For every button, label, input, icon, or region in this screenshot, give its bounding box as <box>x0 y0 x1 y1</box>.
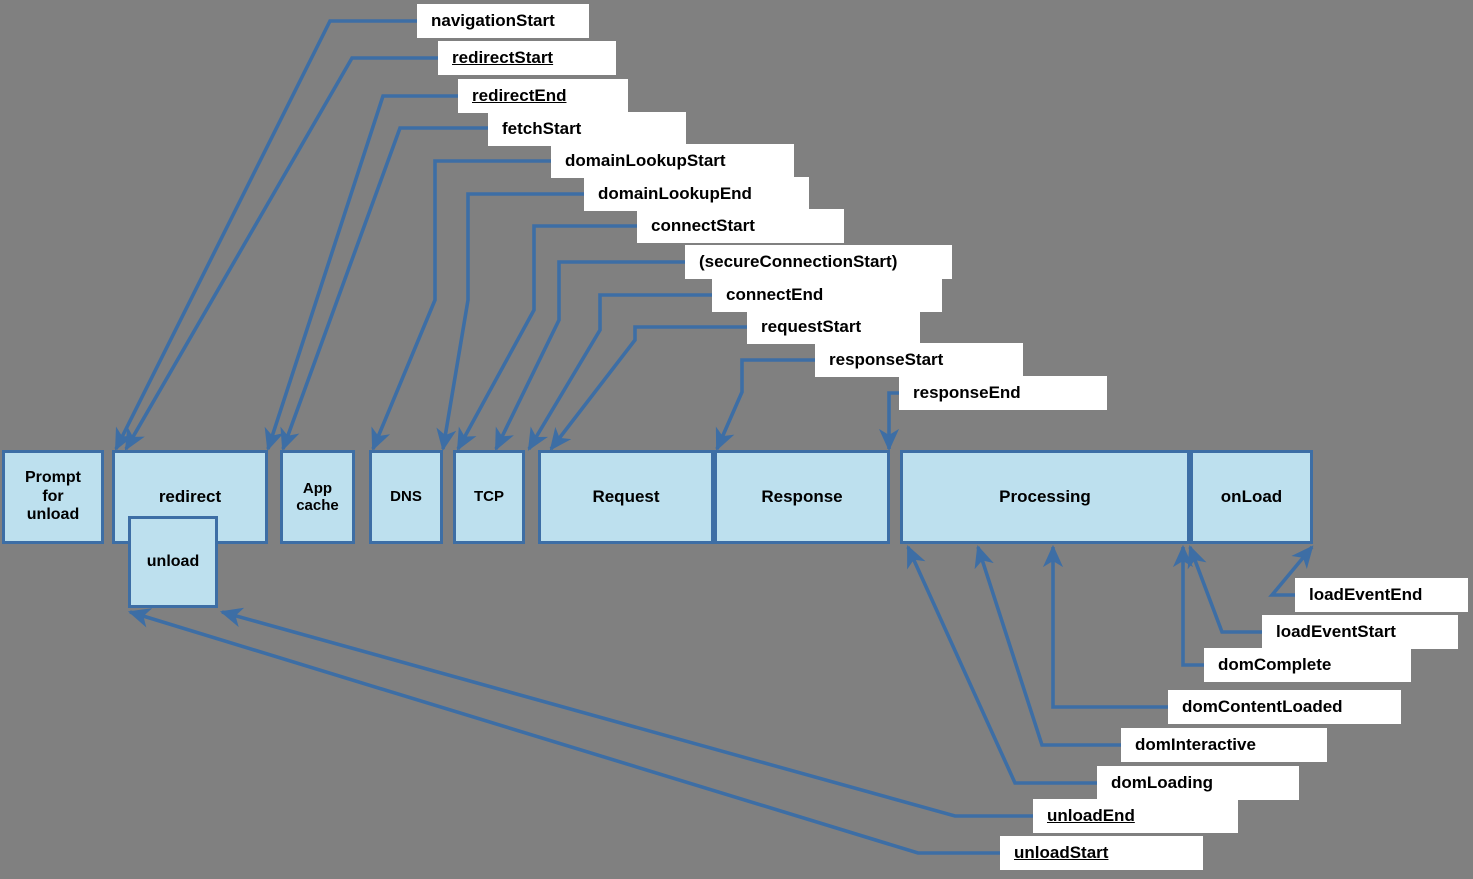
connector-domLoading-to-processing-start-top <box>906 545 1097 785</box>
event-label-connectEnd: connectEnd <box>712 278 942 312</box>
event-label-domComplete: domComplete <box>1204 648 1411 682</box>
connector-redirectEnd-to-redirect-right-top <box>264 94 458 452</box>
phase-box-onload: onLoad <box>1190 450 1313 544</box>
connector-responseStart-to-response-top <box>715 358 815 451</box>
event-label-text-connectEnd: connectEnd <box>726 285 824 304</box>
event-label-requestStart: requestStart <box>747 310 920 344</box>
event-label-fetchStart: fetchStart <box>488 112 686 146</box>
connector-requestStart-to-request-top <box>549 325 747 451</box>
phase-box-dns: DNS <box>369 450 443 544</box>
event-label-connectStart: connectStart <box>637 209 844 243</box>
event-label-responseStart: responseStart <box>815 343 1023 377</box>
event-label-text-domContentLoaded: domContentLoaded <box>1182 697 1343 716</box>
connector-unloadStart-to-unload-box-left <box>127 608 1000 855</box>
phase-label-response: Response <box>761 487 843 507</box>
event-label-text-fetchStart: fetchStart <box>502 119 582 138</box>
event-label-domainLookupEnd: domainLookupEnd <box>584 177 809 211</box>
connector-domComplete-to-processing-end-top <box>1172 544 1204 667</box>
event-label-navigationStart: navigationStart <box>417 4 589 38</box>
connector-fetchStart-to-app-cache-top <box>280 126 488 452</box>
event-label-domContentLoaded: domContentLoaded <box>1168 690 1401 724</box>
phase-box-unload: unload <box>128 516 218 608</box>
event-label-secureConnectionStart: (secureConnectionStart) <box>685 245 952 279</box>
event-label-unloadStart: unloadStart <box>1000 836 1203 870</box>
connector-connectStart-to-tcp-top <box>456 224 637 451</box>
event-label-text-domComplete: domComplete <box>1218 655 1332 674</box>
phase-box-processing: Processing <box>900 450 1190 544</box>
phase-label-processing: Processing <box>999 487 1091 507</box>
event-label-text-connectStart: connectStart <box>651 216 755 235</box>
connector-domContentLoaded-to-processing-dcl-top <box>1042 544 1168 709</box>
event-label-text-requestStart: requestStart <box>761 317 862 336</box>
phase-label-dns: DNS <box>390 488 422 506</box>
event-label-domInteractive: domInteractive <box>1121 728 1327 762</box>
event-label-text-unloadStart: unloadStart <box>1014 843 1109 862</box>
connector-loadEventStart-to-onload-start-top <box>1187 544 1262 634</box>
event-label-text-domLoading: domLoading <box>1111 773 1213 792</box>
event-label-responseEnd: responseEnd <box>899 376 1107 410</box>
event-label-unloadEnd: unloadEnd <box>1033 799 1238 833</box>
event-label-loadEventStart: loadEventStart <box>1262 615 1458 649</box>
phase-label-tcp: TCP <box>474 488 504 506</box>
event-label-domLoading: domLoading <box>1097 766 1299 800</box>
event-label-domainLookupStart: domainLookupStart <box>551 144 794 178</box>
event-label-text-responseStart: responseStart <box>829 350 944 369</box>
phase-box-response: Response <box>714 450 890 544</box>
event-label-text-loadEventStart: loadEventStart <box>1276 622 1396 641</box>
event-label-redirectStart: redirectStart <box>438 41 616 75</box>
connector-redirectStart-to-redirect-left-top <box>124 56 438 451</box>
connector-unloadEnd-to-unload-box-right <box>219 607 1033 818</box>
connector-domainLookupStart-to-dns-top <box>371 159 551 451</box>
event-label-text-domainLookupStart: domainLookupStart <box>565 151 726 170</box>
phase-box-request: Request <box>538 450 714 544</box>
phase-label-request: Request <box>592 487 660 507</box>
event-label-text-navigationStart: navigationStart <box>431 11 555 30</box>
event-label-text-responseEnd: responseEnd <box>913 383 1021 402</box>
connector-connectEnd-to-tcp-end-top <box>527 293 712 451</box>
event-label-text-domInteractive: domInteractive <box>1135 735 1256 754</box>
event-label-text-secureConnectionStart: (secureConnectionStart) <box>699 252 898 271</box>
connector-secureConnectionStart-to-tcp-mid-top <box>494 260 685 451</box>
event-label-text-domainLookupEnd: domainLookupEnd <box>598 184 752 203</box>
event-label-text-redirectStart: redirectStart <box>452 48 554 67</box>
connector-domainLookupEnd-to-dns-end-top <box>436 192 584 452</box>
event-label-text-redirectEnd: redirectEnd <box>472 86 567 105</box>
connector-responseEnd-to-processing-top <box>878 391 900 452</box>
phase-box-tcp: TCP <box>453 450 525 544</box>
connector-domInteractive-to-processing-int-top <box>974 544 1121 747</box>
phase-label-redirect: redirect <box>158 487 222 507</box>
connector-navigationStart-to-prompt-for-unload-top <box>114 19 417 451</box>
event-label-loadEventEnd: loadEventEnd <box>1295 578 1468 612</box>
event-label-text-unloadEnd: unloadEnd <box>1047 806 1135 825</box>
event-label-text-loadEventEnd: loadEventEnd <box>1309 585 1423 604</box>
phase-label-unload: unload <box>146 552 200 570</box>
event-label-redirectEnd: redirectEnd <box>458 79 628 113</box>
phase-label-onload: onLoad <box>1220 487 1283 507</box>
